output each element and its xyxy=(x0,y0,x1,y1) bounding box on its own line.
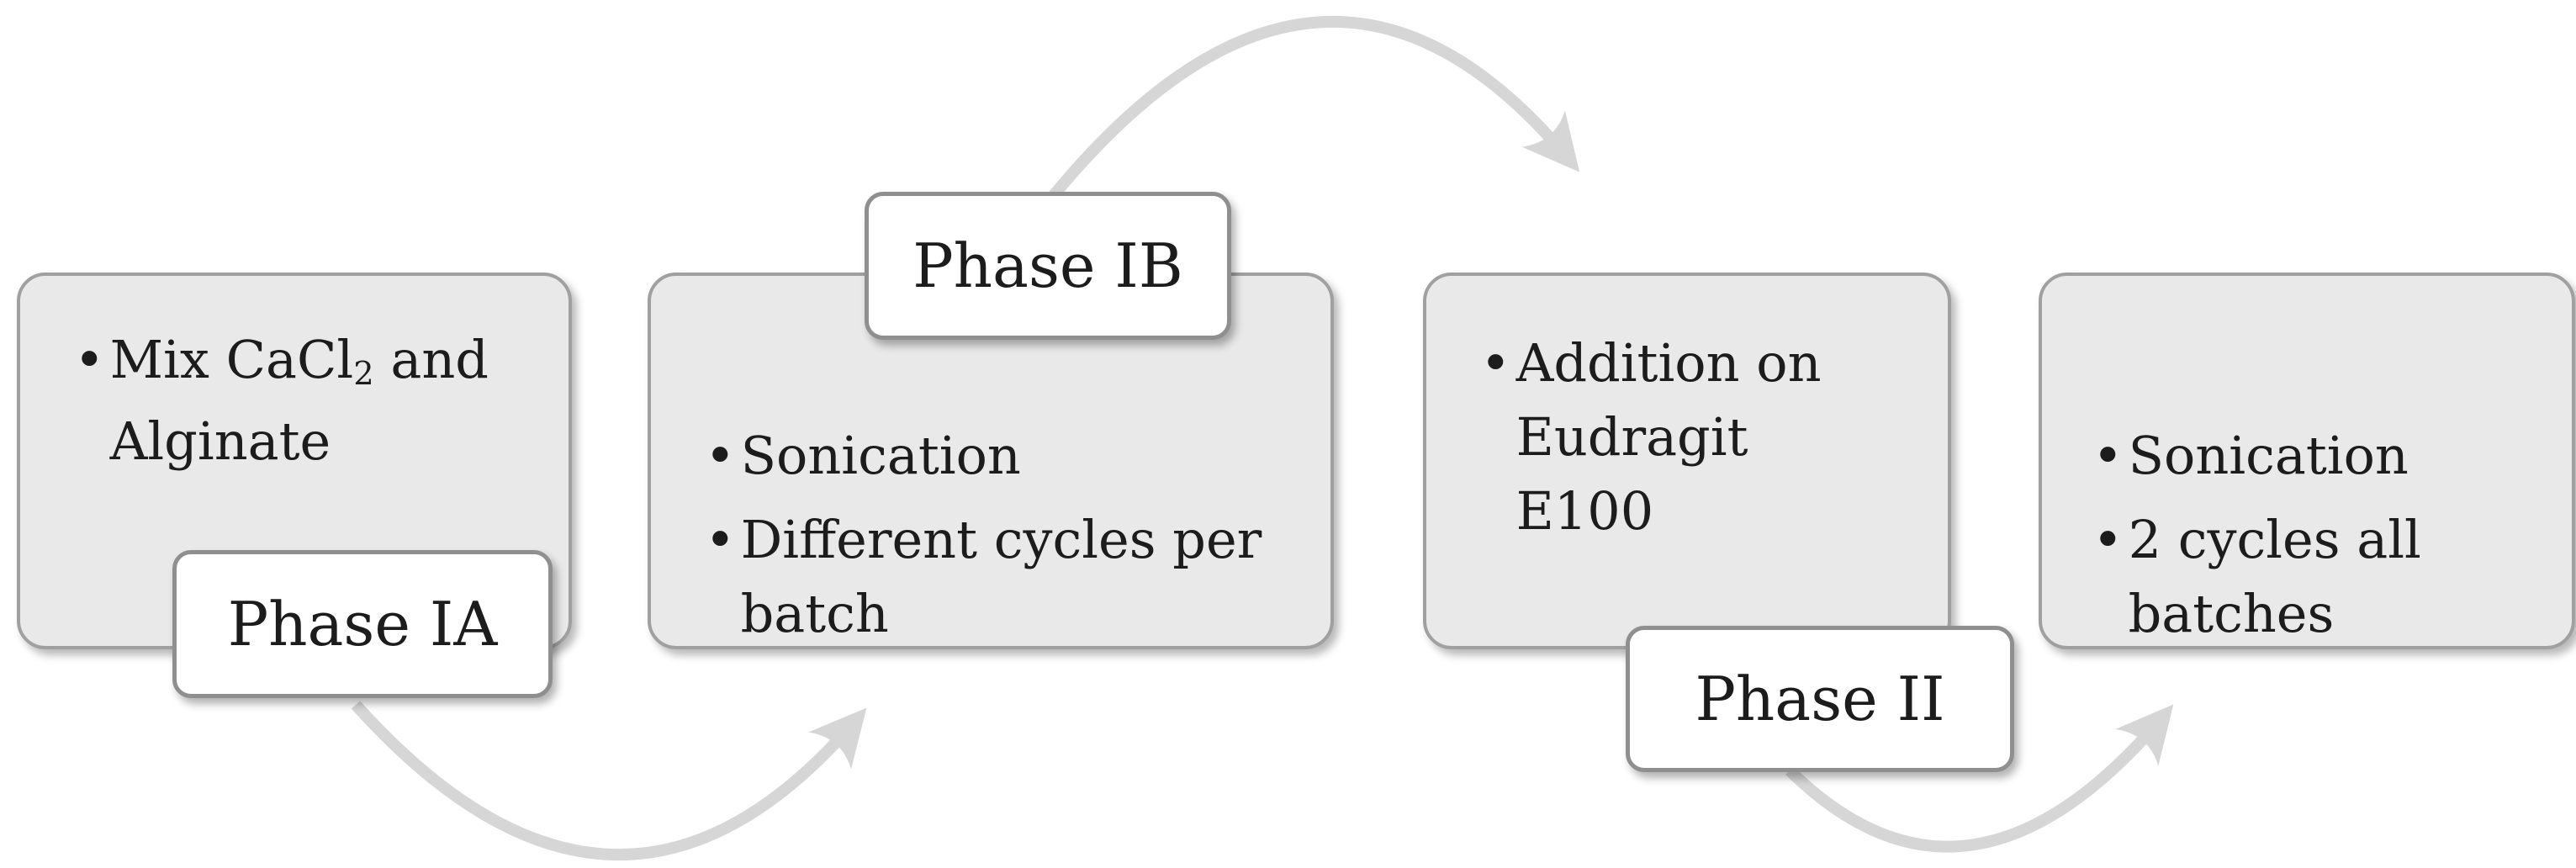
phase-ib-bullet-list: • Sonication • Different cycles per batc… xyxy=(705,419,1296,661)
bullet-item: • Mix CaCl2 and Alginate xyxy=(74,323,505,479)
phase-ii-bullet-list: • Addition on Eudragit E100 xyxy=(1480,326,1853,558)
bullet-item: • Sonication xyxy=(2092,419,2490,493)
bullet-text-tail: and Alginate xyxy=(109,329,489,472)
bullet-text: Addition on Eudragit E100 xyxy=(1515,332,1822,542)
phase-ii-label: Phase II xyxy=(1626,626,2014,772)
bullet-item: • Sonication xyxy=(705,419,1296,493)
bullet-item: • Different cycles per batch xyxy=(705,503,1296,651)
bullet-icon: • xyxy=(2092,509,2124,570)
bullet-text: Sonication xyxy=(2128,425,2409,486)
phase-ia-label: Phase IA xyxy=(172,550,553,698)
final-bullet-list: • Sonication • 2 cycles all batches xyxy=(2092,419,2490,661)
phase-ib-label-text: Phase IB xyxy=(912,230,1183,301)
bullet-text: Different cycles per batch xyxy=(740,509,1262,644)
bullet-item: • 2 cycles all batches xyxy=(2092,503,2490,651)
bullet-icon: • xyxy=(705,425,736,486)
bullet-icon: • xyxy=(2092,425,2124,486)
bullet-text: 2 cycles all batches xyxy=(2128,509,2421,644)
bullet-text-main: Mix CaCl xyxy=(109,329,354,390)
bullet-text: Mix CaCl2 and Alginate xyxy=(110,323,505,479)
arrow-phase-ia-to-phase-ib xyxy=(351,701,867,861)
phase-ia-bullet-list: • Mix CaCl2 and Alginate xyxy=(74,323,505,489)
phase-ib-label: Phase IB xyxy=(865,192,1231,340)
bullet-icon: • xyxy=(705,509,736,570)
arrow-phase-ib-to-phase-ii xyxy=(1049,15,1580,199)
phase-ii-label-text: Phase II xyxy=(1695,664,1945,734)
bullet-item: • Addition on Eudragit E100 xyxy=(1480,326,1853,548)
phase-ii-box: • Addition on Eudragit E100 xyxy=(1423,273,1951,649)
phase-ia-label-text: Phase IA xyxy=(227,589,498,659)
subscript-text: 2 xyxy=(353,355,374,394)
bullet-text: Sonication xyxy=(740,425,1021,486)
final-sonication-box: • Sonication • 2 cycles all batches xyxy=(2039,273,2575,649)
bullet-icon: • xyxy=(74,329,105,390)
bullet-icon: • xyxy=(1480,332,1511,394)
